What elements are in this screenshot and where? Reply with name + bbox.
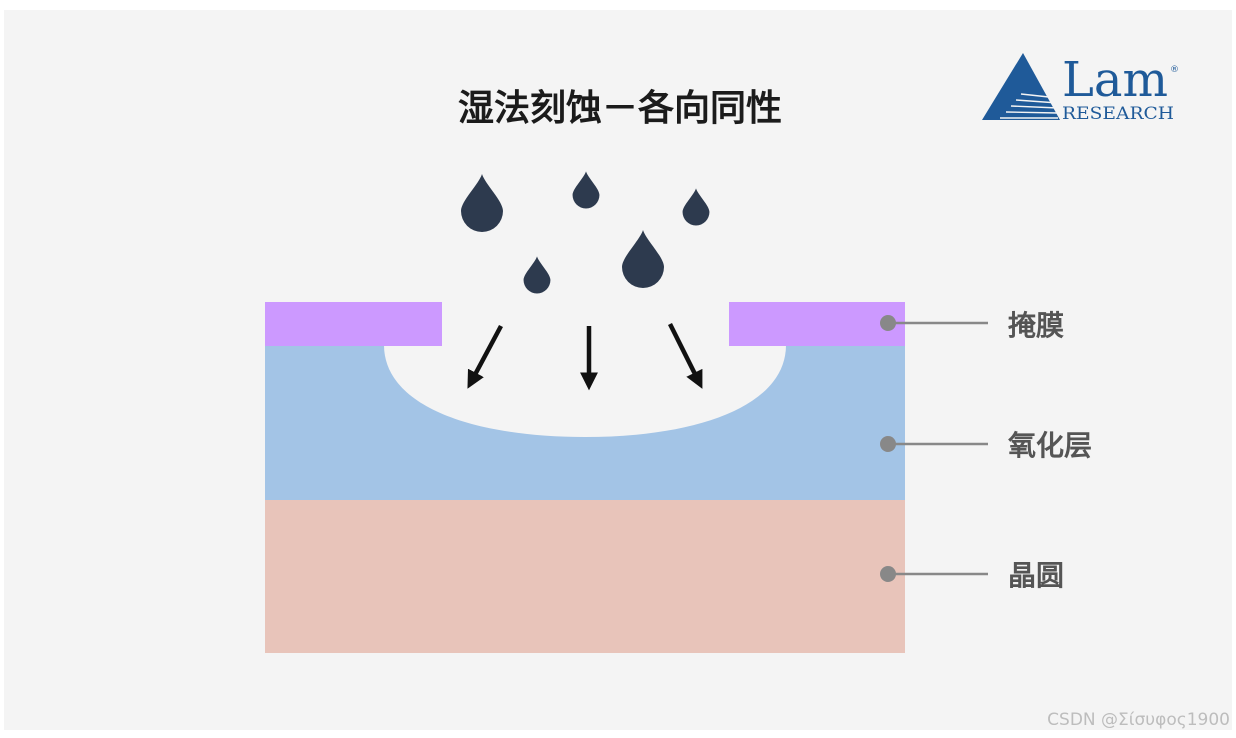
wafer-layer (265, 500, 905, 653)
lam-research-logo: Lam ® RESEARCH (982, 52, 1179, 124)
logo-triangle-icon (982, 53, 1060, 120)
logo-subtitle: RESEARCH (1062, 104, 1174, 124)
mask-right (729, 302, 905, 346)
page-title: 湿法刻蚀－各向同性 (458, 88, 782, 129)
etchant-droplets (461, 171, 710, 294)
etchant-droplet-icon (523, 256, 551, 294)
etchant-droplet-icon (461, 174, 503, 232)
etchant-droplet-icon (682, 188, 710, 226)
etched-cavity (384, 345, 786, 437)
layer-callouts: 掩膜 氧化层 晶圆 (880, 309, 1092, 592)
etchant-droplet-icon (572, 171, 600, 209)
wafer-label: 晶圆 (1008, 559, 1064, 592)
etchant-droplet-icon (622, 230, 664, 288)
logo-wordmark: Lam (1062, 52, 1168, 108)
etch-direction-arrow-icon (667, 322, 703, 389)
logo-triangle-stripes (1000, 93, 1059, 119)
logo-registered-mark: ® (1170, 65, 1179, 75)
oxide-label: 氧化层 (1008, 429, 1092, 462)
mask-left (265, 302, 442, 346)
mask-label: 掩膜 (1008, 309, 1064, 342)
etch-direction-arrows (467, 322, 703, 391)
etch-direction-arrow-icon (467, 324, 503, 389)
csdn-watermark: CSDN @Σίσυφος1900 (1047, 710, 1230, 730)
